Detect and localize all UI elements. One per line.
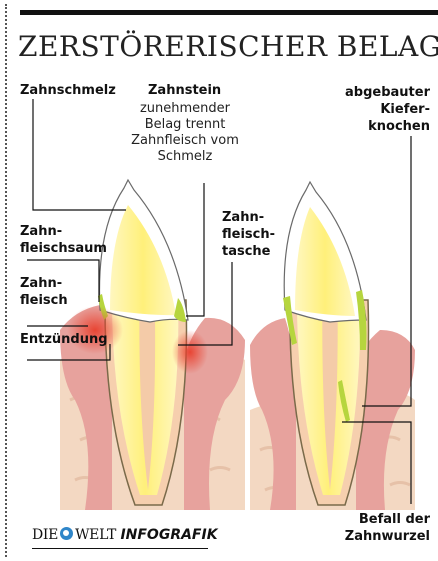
zahnstein-desc-line: Schmelz: [120, 149, 250, 165]
zahnstein-desc-line: zunehmender: [120, 101, 250, 117]
label-zahnschmelz: Zahnschmelz: [20, 82, 116, 99]
zahnfleisch-line: Zahn-: [20, 275, 68, 292]
infografik-label: INFOGRAFIK: [120, 527, 217, 543]
zahnstein-description: zunehmender Belag trennt Zahnfleisch vom…: [120, 101, 250, 165]
label-zahnstein: Zahnstein: [148, 82, 221, 99]
abgebauter-line: Kiefer-: [345, 101, 430, 118]
zahnfleischtasche-line: Zahn-: [222, 209, 275, 226]
label-entzuendung: Entzündung: [20, 331, 108, 348]
label-befall-der-zahnwurzel: Befall der Zahnwurzel: [345, 511, 430, 545]
zahnfleischtasche-line: tasche: [222, 243, 275, 260]
befall-line: Befall der: [345, 511, 430, 528]
label-zahnfleisch: Zahn- fleisch: [20, 275, 68, 309]
abgebauter-line: abgebauter: [345, 84, 430, 101]
label-abgebauter-kieferknochen: abgebauter Kiefer- knochen: [345, 84, 430, 135]
left-inflammation-right: [172, 330, 208, 374]
zahnstein-desc-line: Belag trennt: [120, 117, 250, 133]
globe-icon: [60, 527, 73, 540]
befall-line: Zahnwurzel: [345, 528, 430, 545]
brand-die: DIE: [32, 527, 58, 543]
label-zahnfleischsaum: Zahn- fleischsaum: [20, 223, 107, 257]
footer-credit: DIE WELT INFOGRAFIK: [32, 527, 218, 543]
brand-welt: WELT: [75, 527, 116, 543]
zahnfleischsaum-line: Zahn-: [20, 223, 107, 240]
abgebauter-line: knochen: [345, 118, 430, 135]
label-zahnfleischtasche: Zahn- fleisch- tasche: [222, 209, 275, 260]
zahnstein-desc-line: Zahnfleisch vom: [120, 133, 250, 149]
zahnfleisch-line: fleisch: [20, 292, 68, 309]
footer-rule: [32, 548, 208, 549]
zahnfleischsaum-line: fleischsaum: [20, 240, 107, 257]
zahnfleischtasche-line: fleisch-: [222, 226, 275, 243]
